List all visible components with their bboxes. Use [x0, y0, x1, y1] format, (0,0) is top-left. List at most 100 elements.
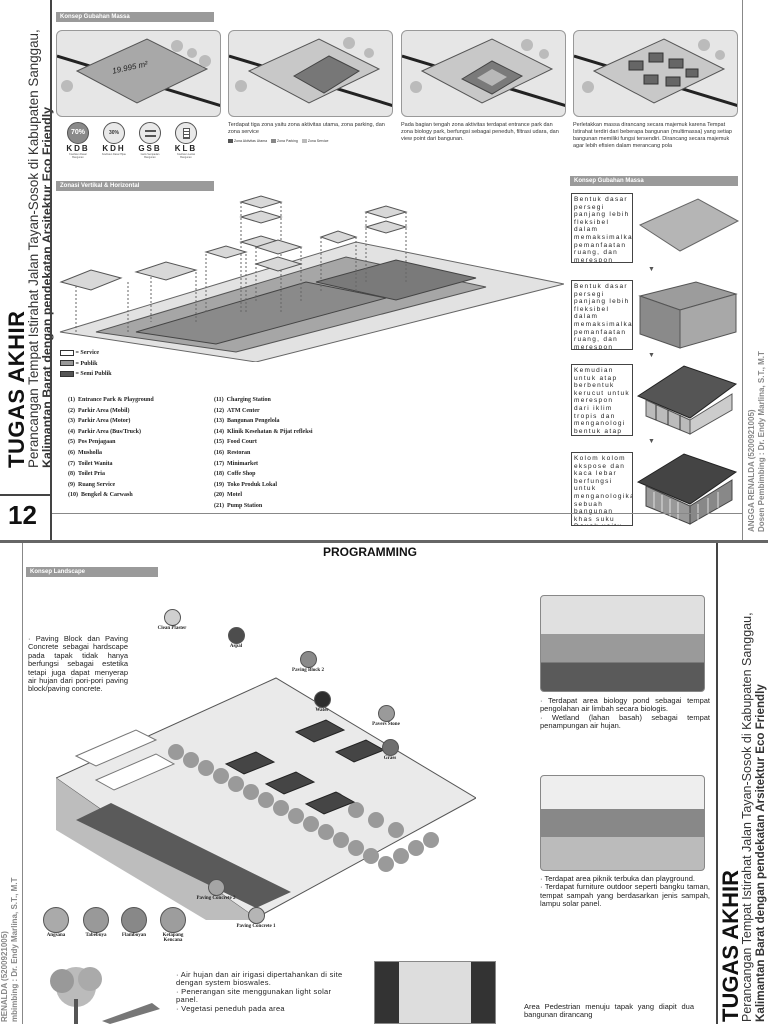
legend-semi-publik: = Semi Publik — [60, 369, 180, 380]
sheet2-advisor: mbimbing : Dr. Endy Marlina, S.T., M.T — [10, 877, 19, 1022]
paving-block-2-swatch — [299, 651, 317, 668]
material-paving-concrete-1: Paving Concrete 1 — [236, 907, 276, 929]
indicator-kdh: 30% KDH Koefisien Dasar Hijau — [100, 122, 128, 156]
legend-item: (20) Motel — [214, 492, 242, 499]
sheet2-author: RENALDA (5200921005) — [0, 931, 9, 1022]
legend-item: (8) Toilet Pria — [68, 471, 105, 478]
tabebuya-tree-icon — [83, 907, 109, 933]
sheet-2: PROGRAMMING RENALDA (5200921005) mbimbin… — [0, 543, 768, 1024]
legend-item: (6) Musholla — [68, 449, 103, 456]
material-grass: Grass — [370, 739, 410, 761]
site-area-illustration — [57, 38, 220, 107]
irrigation-text: · Air hujan dan air irigasi dipertahanka… — [176, 970, 343, 1013]
sheet1-subtitle-1: Perancangan Tempat Istirahat Jalan Tayan… — [26, 29, 41, 468]
legend-item: (14) Klinik Kesehatan & Pijat refleksi — [214, 428, 313, 435]
pavers-stone-label: Pavers Stone — [372, 722, 400, 727]
programming-heading: PROGRAMMING — [323, 545, 417, 559]
legend-item: (4) Parkir Area (Bus/Truck) — [68, 428, 141, 435]
site-massing-illustration — [574, 38, 737, 107]
material-paving-concrete-2: Paving Concrete 2 — [196, 879, 236, 901]
biology-text: · Terdapat area biology pond sebagai tem… — [540, 696, 710, 731]
sheet-gap — [0, 540, 768, 543]
ketapang-kencana-tree-icon — [160, 907, 186, 933]
zone-key-swatch-3 — [301, 139, 307, 144]
gubahan-step-1-text: Bentuk dasar persegi panjang lebih fleks… — [571, 193, 633, 263]
zone-key-label-1: Zona Aktivitas Utama — [233, 139, 268, 143]
page-divider — [0, 494, 52, 496]
facility-legend-col-1: (1) Entrance Park & Playground (2) Parki… — [68, 395, 208, 501]
site-diagram-3 — [401, 30, 566, 117]
legend-item: (3) Parkir Area (Motor) — [68, 418, 131, 425]
angsana-label: Angsana — [46, 933, 66, 938]
tree-flamboyan: Flamboyan — [116, 907, 152, 938]
zone-key: Zona Aktivitas Utama Zona Parking Zona S… — [228, 139, 398, 144]
legend-item: (1) Entrance Park & Playground — [68, 397, 154, 403]
kdh-badge: 30% — [103, 122, 125, 144]
page-number: 12 — [8, 500, 37, 530]
kdb-code: KDB — [66, 144, 90, 153]
advisor-name: Dosen Pembimbing : Dr. Endy Marlina, S.T… — [757, 351, 766, 532]
water-label: Water — [315, 708, 329, 713]
legend-item: (18) Coffe Shop — [214, 471, 256, 478]
gsb-code: GSB — [138, 144, 162, 153]
grass-swatch — [381, 739, 399, 756]
gubahan-step-2-text: Bentuk dasar persegi panjang lebih fleks… — [571, 280, 633, 350]
site-diagram-4 — [573, 30, 738, 117]
pedestrian-text: Area Pedestrian menuju tapak yang diapit… — [524, 1002, 694, 1020]
sheet-right-border — [742, 0, 743, 540]
kdh-code: KDH — [102, 144, 126, 153]
gubahan-step-3-text: Kemudian untuk atap berbentuk kerucut un… — [571, 364, 633, 436]
flamboyan-label: Flamboyan — [121, 933, 147, 938]
legend-item: (5) Pos Penjagaan — [68, 439, 116, 446]
author-band — [745, 0, 768, 540]
legend-item: (10) Bengkel & Carwash — [68, 492, 133, 499]
sheet2-left-border — [22, 543, 23, 1024]
aspal-swatch — [227, 627, 245, 644]
author-name: ANGGA RENALDA (5200921005) — [747, 409, 756, 532]
zone-legend: = Service = Publik = Semi Publik — [60, 348, 180, 380]
gubahan-step-2-illustration — [638, 281, 738, 349]
zone-key-swatch-2 — [271, 139, 277, 144]
legend-service-swatch — [60, 349, 74, 356]
site-caption-4: Perletakkan massa dirancang secara majem… — [573, 122, 732, 149]
zone-key-swatch-1 — [228, 139, 233, 144]
legend-item: (16) Restoran — [214, 449, 251, 456]
klb-code: KLB — [174, 144, 198, 153]
material-aspal: Aspal — [216, 627, 256, 649]
paving-block-2-label: Paving Block 2 — [292, 668, 324, 673]
zonasi-header: Zonasi Vertikal & Horizontal — [56, 181, 214, 191]
indicator-klb: KLB Koefisien Lantai Bangunan — [172, 122, 200, 159]
material-paving-block-2: Paving Block 2 — [288, 651, 328, 673]
klb-badge-icon — [175, 122, 197, 144]
biology-pond-photo — [540, 595, 705, 692]
legend-item: (15) Food Court — [214, 439, 257, 446]
step-arrow-3: ▼ — [648, 438, 655, 445]
material-clean-plaster: Clean Plaster — [152, 609, 192, 631]
klb-desc: Koefisien Lantai Bangunan — [177, 153, 195, 159]
legend-item: (19) Toko Produk Lokal — [214, 481, 278, 488]
sheet2-subtitle-1: Perancangan Tempat Istirahat Jalan Tayan… — [740, 612, 754, 1022]
kdb-badge: 70% — [67, 122, 89, 144]
legend-service: = Service — [60, 348, 180, 359]
material-pavers-stone: Pavers Stone — [366, 705, 406, 727]
paving-concrete-1-label: Paving Concrete 1 — [236, 924, 276, 929]
paving-concrete-2-label: Paving Concrete 2 — [196, 896, 236, 901]
flamboyan-tree-icon — [121, 907, 147, 933]
sheet2-right-border — [716, 543, 718, 1024]
indicator-gsb: GSB Garis Sempadan Bangunan — [136, 122, 164, 159]
zonasi-diagram — [56, 192, 565, 363]
picnic-area-photo — [540, 775, 705, 871]
sheet-1: TUGAS AKHIR Perancangan Tempat Istirahat… — [0, 0, 768, 540]
angsana-tree-icon — [43, 907, 69, 933]
step-arrow-1: ▼ — [648, 266, 655, 273]
pavers-stone-swatch — [377, 705, 395, 722]
zone-key-label-2: Zona Parking — [277, 139, 298, 143]
aspal-label: Aspal — [229, 644, 243, 649]
kdh-desc: Koefisien Dasar Hijau — [101, 153, 127, 156]
landscape-header: Konsep Landscape — [26, 567, 158, 577]
site-caption-2: Terdapat tiga zona yaitu zona aktivitas … — [228, 122, 385, 135]
tree-tabebuya: Tabebuya — [78, 907, 114, 938]
legend-item: (13) Bangunan Pengelola — [214, 418, 280, 425]
legend-item: (12) ATM Center — [214, 407, 260, 414]
facility-legend-col-2: (11) Charging Station (12) ATM Center (1… — [214, 395, 364, 512]
